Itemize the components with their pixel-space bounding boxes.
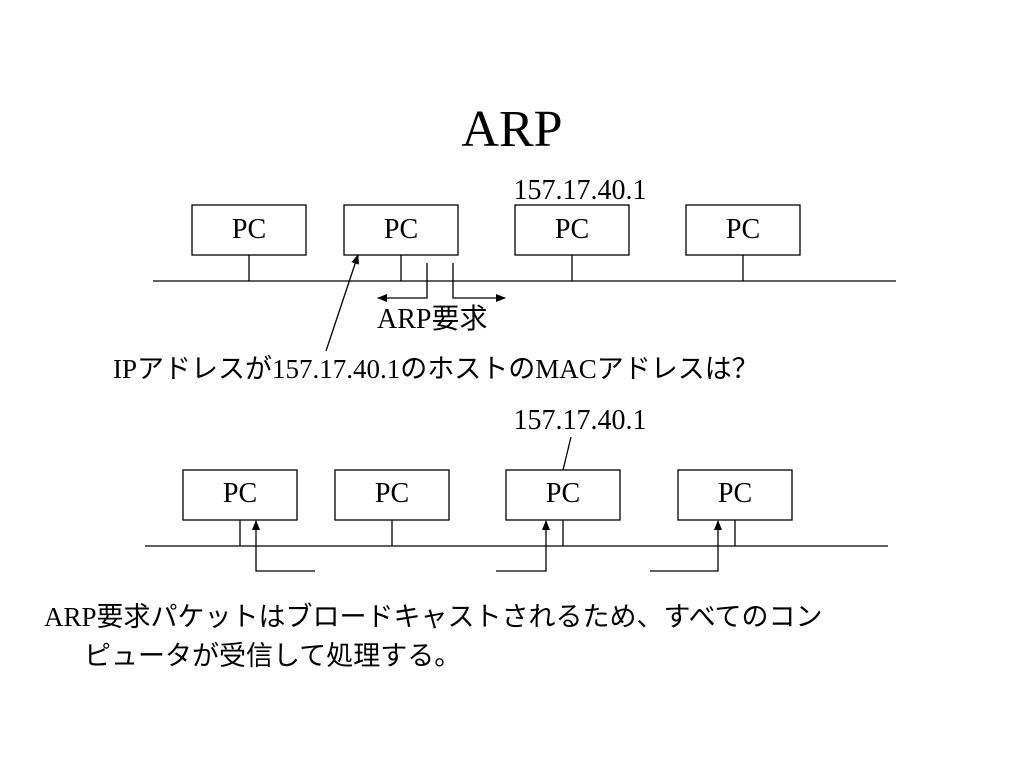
top-pc-label-4: PC (726, 214, 760, 245)
caption-line-1-latin: ARP (44, 602, 97, 632)
arp-question-text: IPアドレスが157.17.40.1のホストのMACアドレスは？ (113, 352, 759, 387)
question-ip: 157.17.40.1 (272, 354, 401, 384)
bottom-pc-label-2: PC (375, 478, 409, 509)
arp-request-arrow-left (377, 263, 428, 302)
question-mac-latin: MAC (535, 354, 597, 384)
question-part3: アドレスは？ (596, 354, 759, 385)
caption-line-2: ピュータが受信して処理する。 (84, 641, 462, 672)
arp-request-label: ARP要求 (377, 302, 487, 337)
top-target-ip-label: 157.17.40.1 (514, 175, 647, 206)
top-pc-label-2: PC (384, 214, 418, 245)
caption-line-1: ARP要求パケットはブロードキャストされるため、すべてのコン (44, 598, 823, 637)
arp-request-label-jp: 要求 (431, 302, 488, 335)
receive-arrow-pc4 (650, 520, 722, 572)
caption-line-1-jp: 要求パケットはブロードキャストされるため、すべてのコン (96, 602, 823, 633)
bottom-pc-label-1: PC (223, 478, 257, 509)
bottom-ip-pointer-line (562, 436, 572, 471)
bottom-pc-label-4: PC (718, 478, 752, 509)
top-pc-box-3 (514, 204, 630, 256)
receive-arrow-pc3 (496, 520, 550, 572)
top-pc-label-3: PC (555, 214, 589, 245)
question-part1: アドレスが (137, 354, 273, 385)
bottom-pc-label-3: PC (546, 478, 580, 509)
top-pc-box-4 (685, 204, 801, 256)
bottom-pc-labels: PC PC PC PC 157.17.40.1 (223, 405, 752, 509)
question-callout-arrow (325, 254, 359, 352)
arp-request-label-latin: ARP (377, 304, 432, 335)
slide-title: ARP (461, 101, 563, 158)
question-part2: のホストの (400, 354, 536, 385)
bottom-pc-box-1 (182, 469, 298, 521)
top-pc-box-1 (191, 204, 307, 256)
bottom-pc-box-2 (334, 469, 450, 521)
top-pc-labels: PC PC PC PC 157.17.40.1 (232, 175, 760, 245)
bottom-target-ip-label: 157.17.40.1 (514, 405, 647, 436)
bottom-pc-box-4 (677, 469, 793, 521)
bottom-network (145, 436, 888, 572)
arp-request-arrow-right (452, 263, 506, 302)
question-prefix-latin: IP (113, 354, 138, 384)
top-pc-label-1: PC (232, 214, 266, 245)
bottom-pc-box-3 (505, 469, 621, 521)
receive-arrow-pc1 (252, 520, 315, 572)
top-network (153, 204, 896, 352)
